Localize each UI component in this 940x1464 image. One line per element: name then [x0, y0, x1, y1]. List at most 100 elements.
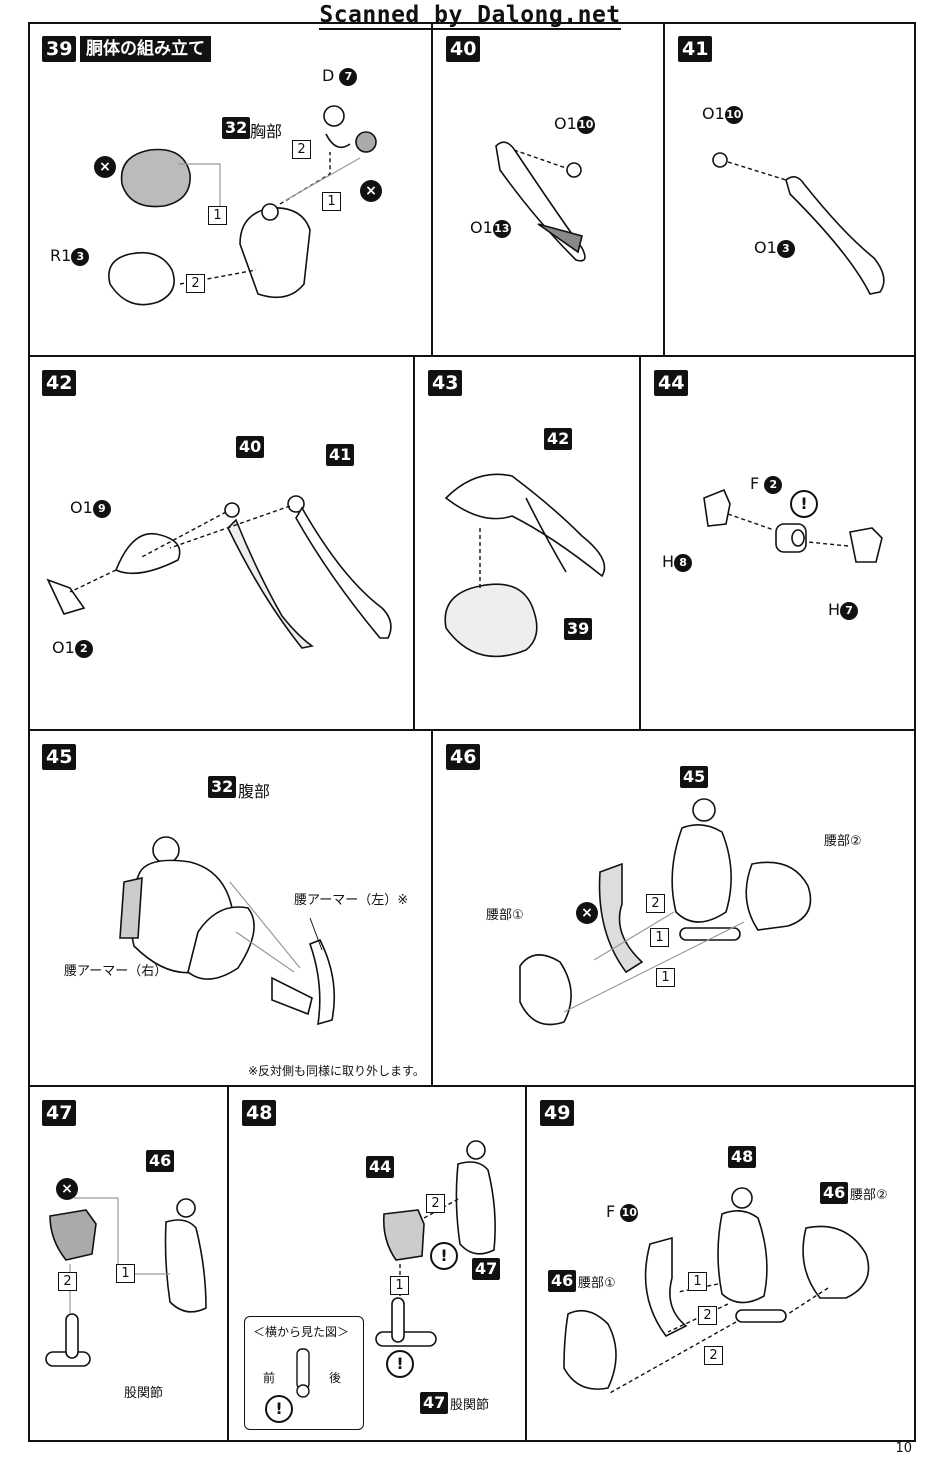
- page-frame: [28, 22, 916, 1442]
- step-48-drawing: [375, 1140, 496, 1347]
- exclamation-icon: !: [790, 490, 818, 518]
- ref-label: 腹部: [238, 782, 271, 801]
- ref-part-40: 40: [236, 436, 265, 458]
- part-num: 2: [74, 639, 93, 658]
- side-view-drawing: [296, 1348, 310, 1398]
- x-mark-icon: ×: [360, 180, 382, 202]
- seq-box: 2: [292, 140, 311, 159]
- step-number: 40: [446, 36, 481, 62]
- back-label: 後: [329, 1371, 342, 1385]
- hip-label: 股関節: [124, 1386, 164, 1401]
- seq-box: 1: [390, 1276, 409, 1295]
- part-f-label: F 2: [750, 474, 783, 494]
- step-48: 48 44 47 47 股関節 ! ! 2 1 ＜横から見た図＞ 前 後 !: [230, 1088, 524, 1440]
- seq-box: 1: [688, 1272, 707, 1291]
- waist1-label: 腰部①: [486, 908, 524, 923]
- seq-box: 1: [650, 928, 669, 947]
- part-top-label: O110: [702, 104, 743, 124]
- seq-box: 1: [116, 1264, 135, 1283]
- part-num: 8: [674, 553, 693, 572]
- ref-part-32: 32: [208, 776, 237, 798]
- step-46: 46 45 腰部① 腰部② × 2 1 1: [434, 732, 914, 1084]
- waist1-label: 腰部①: [578, 1276, 616, 1291]
- seq-box: 2: [58, 1272, 77, 1291]
- part-bottom-label: O113: [470, 218, 511, 238]
- side-view-box: ＜横から見た図＞ 前 後 !: [244, 1316, 364, 1430]
- part-num: 3: [776, 239, 795, 258]
- step-47-drawing: [45, 1197, 207, 1367]
- waist2-label: 腰部②: [824, 834, 862, 849]
- part-num: 7: [339, 67, 358, 86]
- x-mark-icon: ×: [56, 1178, 78, 1200]
- ref-part-45: 45: [680, 766, 709, 788]
- seq-box: 1: [322, 192, 341, 211]
- step-number: 43: [428, 370, 463, 396]
- part-num: 10: [576, 115, 595, 134]
- part-num: 2: [764, 475, 783, 494]
- part-top-label: O110: [554, 114, 595, 134]
- part-f-label: F 10: [606, 1202, 639, 1222]
- ref-part-46-left: 46: [548, 1270, 577, 1292]
- step-49: 49 48 F 10 46 腰部① 46 腰部② 1 2 2: [528, 1088, 914, 1440]
- seq-box: 1: [208, 206, 227, 225]
- step-40: 40 O110 O113: [434, 24, 662, 354]
- step-44-drawing: [703, 488, 883, 563]
- ref-part-47: 47: [472, 1258, 501, 1280]
- part-num: 13: [492, 219, 511, 238]
- seq-box: 2: [704, 1346, 723, 1365]
- step-number: 39: [42, 36, 77, 62]
- waist2-label: 腰部②: [850, 1188, 888, 1203]
- ref-part-48: 48: [728, 1146, 757, 1168]
- step-47: 47 46 × 2 1 股関節: [30, 1088, 226, 1440]
- step-number: 44: [654, 370, 689, 396]
- part-num: 3: [71, 247, 90, 266]
- step-43-drawing: [444, 473, 606, 658]
- step-number: 46: [446, 744, 481, 770]
- ref-part-42: 42: [544, 428, 573, 450]
- step-number: 47: [42, 1100, 77, 1126]
- part-num: 7: [840, 601, 859, 620]
- part-num: 10: [620, 1203, 639, 1222]
- step-number: 41: [678, 36, 713, 62]
- part-num: 10: [724, 105, 743, 124]
- step-39-drawing: [108, 105, 377, 306]
- ref-label: 胸部: [250, 122, 283, 141]
- step-40-drawing: [495, 141, 586, 262]
- step-number: 49: [540, 1100, 575, 1126]
- page-number: 10: [895, 1441, 912, 1456]
- front-label: 前: [263, 1371, 276, 1385]
- x-mark-icon: ×: [94, 156, 116, 178]
- seq-box: 2: [698, 1306, 717, 1325]
- step-number: 48: [242, 1100, 277, 1126]
- armor-right-label: 腰アーマー（右）: [64, 964, 168, 979]
- step-title: 胴体の組み立て: [80, 36, 211, 62]
- hip-label: 股関節: [450, 1398, 490, 1413]
- ref-part-46-right: 46: [820, 1182, 849, 1204]
- seq-box: 2: [426, 1194, 445, 1213]
- step-41-drawing: [712, 152, 885, 295]
- step-45-drawing: [119, 836, 336, 1026]
- step-number: 42: [42, 370, 77, 396]
- step-45: 45 32 腹部 腰アーマー（左）※ 腰アーマー（右） ※反対側も同様に取り外し…: [30, 732, 430, 1084]
- exclamation-icon: !: [430, 1242, 458, 1270]
- armor-left-label: 腰アーマー（左）※: [294, 893, 409, 908]
- part-d-label: D 7: [322, 66, 358, 86]
- seq-box: 2: [646, 894, 665, 913]
- seq-box: 2: [186, 274, 205, 293]
- x-mark-icon: ×: [576, 902, 598, 924]
- ref-part-39: 39: [564, 618, 593, 640]
- ref-part-46: 46: [146, 1150, 175, 1172]
- footnote: ※反対側も同様に取り外します。: [248, 1064, 425, 1078]
- step-43: 43 42 39: [416, 358, 638, 728]
